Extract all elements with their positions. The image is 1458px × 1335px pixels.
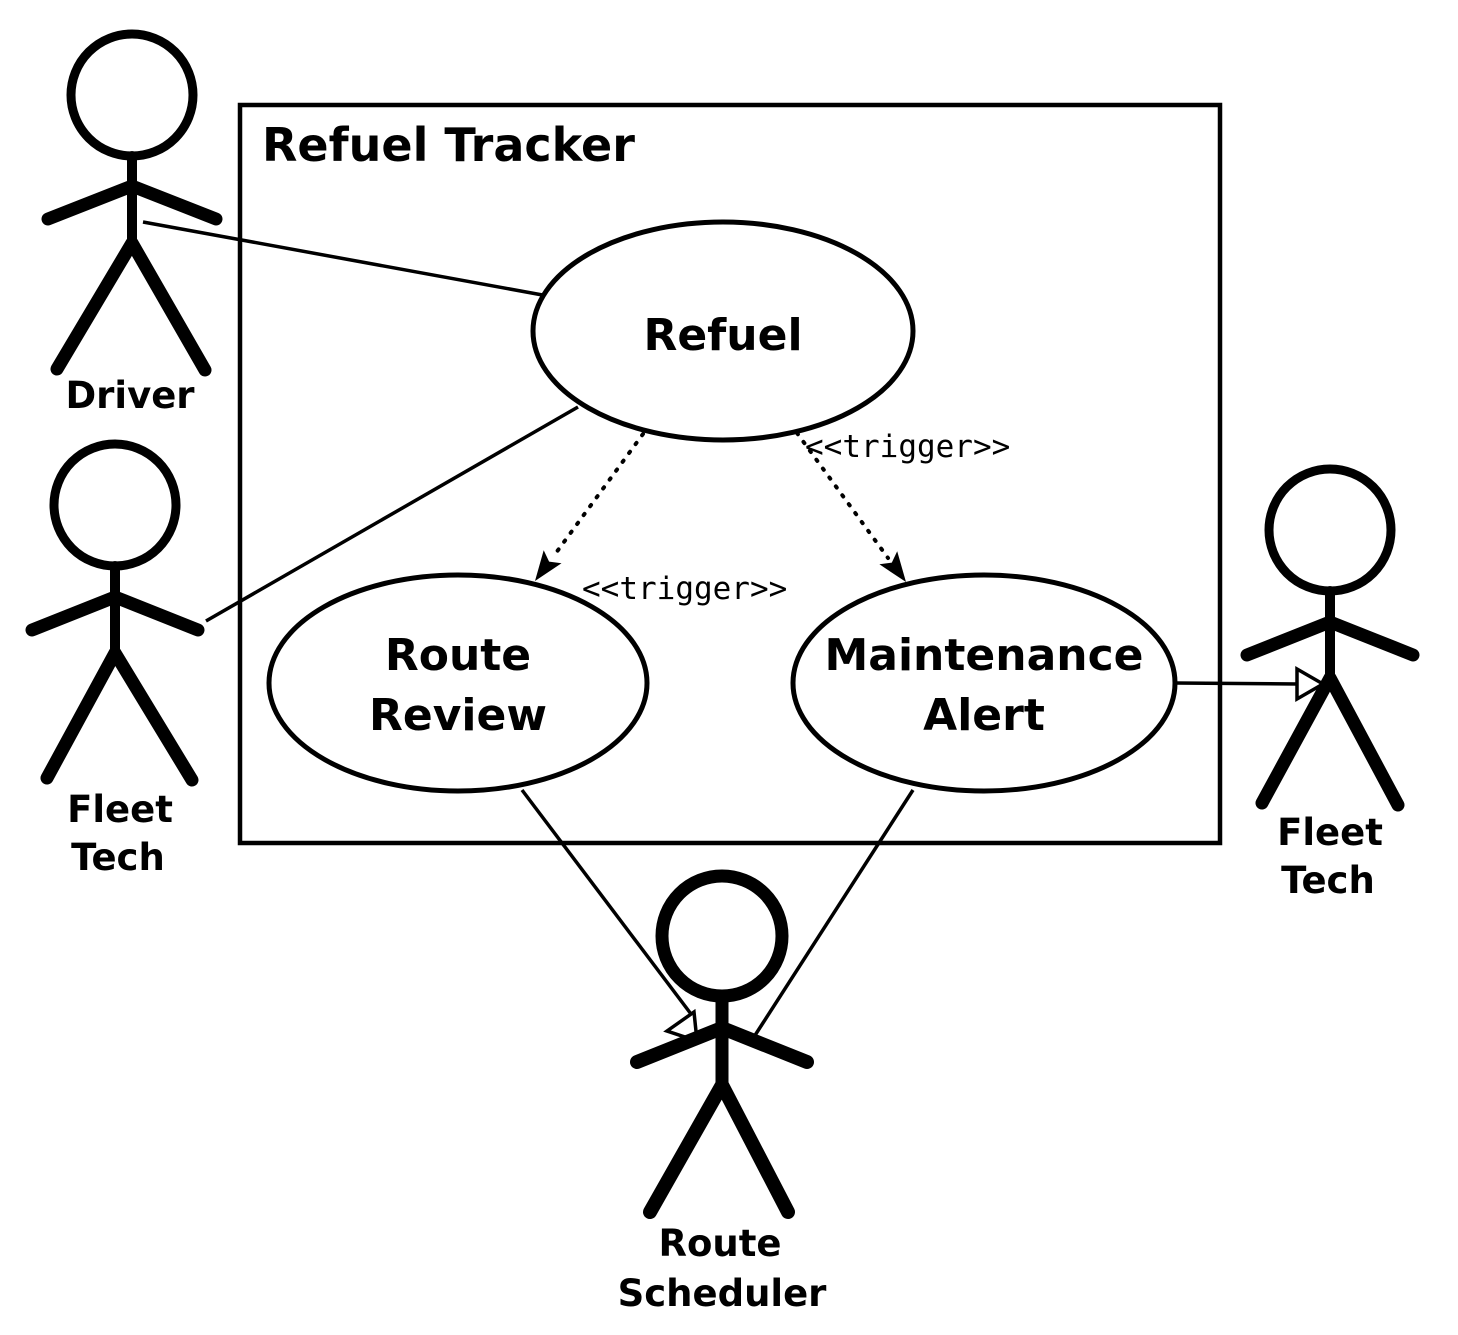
actor-fleet-tech-right: Fleet Tech — [1240, 464, 1420, 902]
actor-label-line1: Fleet — [67, 788, 173, 831]
use-case-label: Refuel — [643, 310, 802, 361]
actor-arms — [41, 179, 223, 226]
actor-head — [66, 29, 198, 161]
trigger-arrow-refuel-route-review: <<trigger>> — [535, 432, 787, 607]
filled-arrowhead — [535, 550, 562, 581]
use-case-label-line2: Alert — [923, 690, 1045, 741]
actor-label: Driver — [65, 374, 195, 417]
actor-label-line2: Tech — [1281, 859, 1375, 902]
use-case-ellipse — [790, 572, 1178, 794]
association-fleet-tech-left-refuel — [205, 405, 579, 623]
use-case-label-line2: Review — [369, 690, 547, 741]
dotted-line — [551, 432, 645, 559]
use-case-ellipse — [530, 219, 916, 443]
arrow-maintenance-alert-fleet-tech-right — [1174, 665, 1327, 703]
use-case-label-line1: Maintenance — [824, 630, 1143, 681]
system-boundary-box — [237, 102, 1223, 846]
actor-label-line2: Tech — [71, 836, 165, 879]
trigger-stereotype-label: <<trigger>> — [582, 571, 787, 607]
trigger-arrow-refuel-maintenance-alert: <<trigger>> — [795, 429, 1010, 582]
association-maintenance-alert-route-scheduler — [750, 789, 915, 1041]
actor-legs — [50, 236, 212, 377]
actor-head — [655, 869, 789, 1003]
actor-arms — [25, 590, 205, 637]
actor-arms — [1240, 615, 1420, 662]
actor-label-line1: Fleet — [1277, 811, 1383, 854]
use-case-refuel: Refuel — [530, 219, 916, 443]
actor-driver: Driver — [41, 29, 223, 417]
actor-legs — [1255, 671, 1405, 812]
use-case-route-review: Route Review — [266, 572, 650, 794]
arrow-line — [520, 788, 693, 1016]
actor-fleet-tech-left: Fleet Tech — [25, 439, 205, 879]
system-boundary: Refuel Tracker — [237, 102, 1223, 846]
actor-label-line2: Scheduler — [618, 1272, 828, 1315]
actor-route-scheduler: Route Scheduler — [618, 869, 828, 1315]
association-driver-refuel — [142, 220, 549, 298]
actor-legs — [643, 1078, 795, 1219]
open-arrowhead — [1295, 665, 1327, 703]
actor-head — [49, 439, 181, 571]
dotted-line — [795, 431, 890, 560]
actor-label-line1: Route — [658, 1222, 781, 1265]
trigger-stereotype-label: <<trigger>> — [805, 429, 1010, 465]
actor-legs — [40, 646, 199, 787]
arrow-line — [1174, 681, 1299, 686]
actor-arms — [630, 1021, 814, 1069]
use-case-label-line1: Route — [385, 630, 531, 681]
use-case-maintenance-alert: Maintenance Alert — [790, 572, 1178, 794]
filled-arrowhead — [879, 551, 906, 582]
system-title: Refuel Tracker — [262, 118, 635, 172]
actor-head — [1264, 464, 1396, 596]
use-case-ellipse — [266, 572, 650, 794]
